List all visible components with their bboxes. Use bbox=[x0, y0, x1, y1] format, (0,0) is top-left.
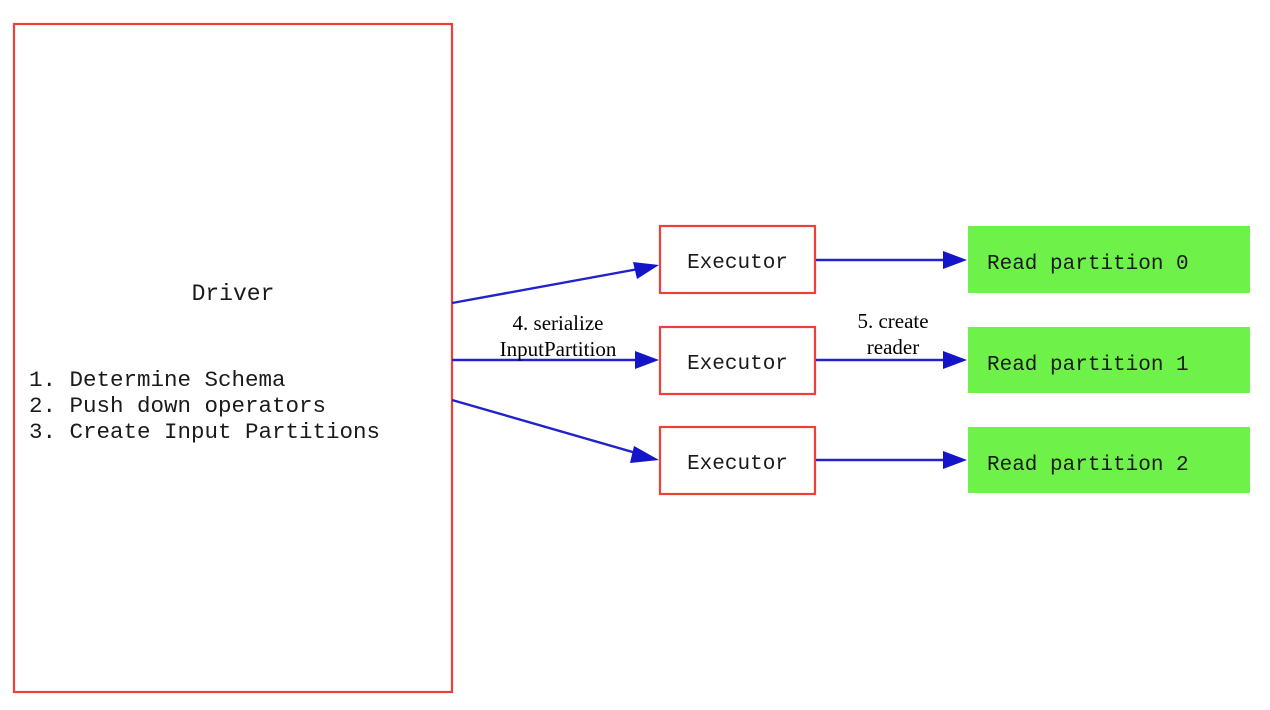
executor-box-0[interactable] bbox=[658, 224, 817, 295]
edge-label-create-reader-line2: reader bbox=[867, 335, 919, 359]
arrow-driver-to-executor-2 bbox=[451, 398, 659, 463]
executor-box-1[interactable] bbox=[658, 325, 817, 396]
edge-label-serialize-line1: 4. serialize bbox=[513, 311, 604, 335]
driver-title: Driver bbox=[192, 281, 275, 307]
executor-label-0: Executor bbox=[687, 252, 788, 275]
edge-label-serialize-line2: InputPartition bbox=[500, 337, 617, 361]
arrow-executor-1-to-partition-1 bbox=[816, 351, 967, 369]
arrow-executor-0-to-partition-0 bbox=[816, 251, 967, 269]
partition-box-0[interactable] bbox=[968, 226, 1250, 293]
partition-label-1: Read partition 1 bbox=[987, 354, 1189, 377]
driver-box[interactable] bbox=[12, 22, 454, 694]
partition-box-1[interactable] bbox=[968, 327, 1250, 393]
arrow-driver-to-executor-1 bbox=[452, 351, 659, 369]
edge-label-create-reader-line1: 5. create bbox=[857, 309, 928, 333]
driver-step-1: 1. Determine Schema bbox=[29, 367, 286, 393]
arrow-driver-to-executor-0 bbox=[451, 262, 659, 305]
driver-step-3: 3. Create Input Partitions bbox=[29, 419, 380, 445]
arrow-executor-2-to-partition-2 bbox=[816, 451, 967, 469]
executor-label-1: Executor bbox=[687, 353, 788, 376]
executor-box-2[interactable] bbox=[658, 425, 817, 496]
partition-label-2: Read partition 2 bbox=[987, 454, 1189, 477]
executor-label-2: Executor bbox=[687, 453, 788, 476]
partition-label-0: Read partition 0 bbox=[987, 253, 1189, 276]
driver-step-2: 2. Push down operators bbox=[29, 393, 326, 419]
partition-box-2[interactable] bbox=[968, 427, 1250, 493]
